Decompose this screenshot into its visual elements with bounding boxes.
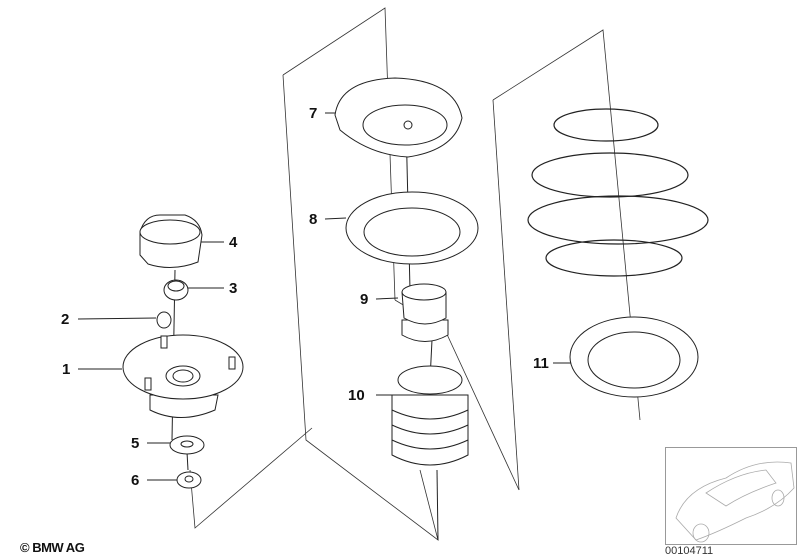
callout-2: 2 bbox=[61, 311, 70, 328]
part-3-nut bbox=[163, 279, 189, 301]
callout-7: 7 bbox=[309, 105, 318, 122]
car-icon bbox=[675, 461, 795, 543]
diagram-code: 00104711 bbox=[665, 545, 714, 557]
callout-5: 5 bbox=[131, 435, 140, 452]
callout-4: 4 bbox=[229, 234, 238, 251]
callout-11: 11 bbox=[533, 355, 549, 372]
part-2-nut bbox=[156, 311, 172, 329]
callout-6: 6 bbox=[131, 472, 140, 489]
part-1-support-bearing bbox=[122, 334, 244, 418]
part-8-spring-seat bbox=[345, 191, 479, 265]
part-9-bump-stop bbox=[401, 283, 449, 342]
copyright: © BMW AG bbox=[20, 540, 85, 555]
part-10-dust-boot bbox=[391, 365, 469, 466]
part-7-spring-pad bbox=[334, 77, 463, 158]
callout-10: 10 bbox=[348, 387, 365, 404]
part-11-spring-pad bbox=[569, 316, 699, 398]
callout-8: 8 bbox=[309, 211, 318, 228]
part-4-cap bbox=[139, 214, 203, 268]
callout-9: 9 bbox=[360, 291, 369, 308]
leader-lines bbox=[77, 79, 573, 541]
vehicle-thumbnail bbox=[665, 447, 797, 545]
part-5-washer bbox=[169, 435, 205, 455]
part-spring bbox=[527, 108, 709, 277]
part-6-washer bbox=[176, 471, 202, 489]
callout-1: 1 bbox=[62, 361, 71, 378]
callout-3: 3 bbox=[229, 280, 238, 297]
